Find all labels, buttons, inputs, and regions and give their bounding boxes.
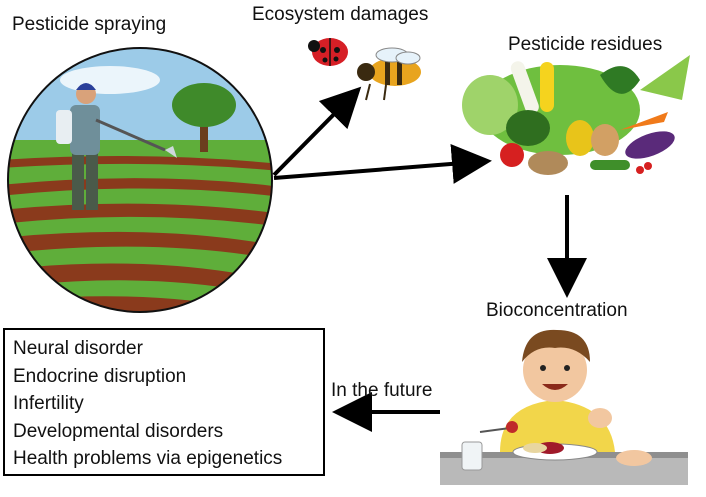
health-effect-item: Infertility xyxy=(13,393,84,414)
label-in-the-future: In the future xyxy=(331,380,433,401)
health-effect-item: Endocrine disruption xyxy=(13,365,187,387)
label-ecosystem-damages: Ecosystem damages xyxy=(252,4,429,25)
bee-illustration xyxy=(357,47,421,101)
ladybug-illustration xyxy=(308,38,348,66)
label-bioconcentration: Bioconcentration xyxy=(486,300,628,321)
arrow-to-ecosystem xyxy=(272,86,362,177)
field-scene-illustration xyxy=(7,47,273,313)
health-effect-item: Developmental disorders xyxy=(13,420,224,442)
vegetables-illustration xyxy=(462,55,690,175)
boy-eating-illustration xyxy=(440,329,688,485)
health-effect-item: Neural disorder xyxy=(13,338,143,359)
label-pesticide-residues: Pesticide residues xyxy=(508,34,663,55)
health-effects-box: Neural disorder Endocrine disruption Inf… xyxy=(3,328,325,476)
arrow-to-residues xyxy=(273,143,492,184)
label-pesticide-spraying: Pesticide spraying xyxy=(12,14,167,35)
health-effect-item: Health problems via epigenetics xyxy=(13,448,283,469)
